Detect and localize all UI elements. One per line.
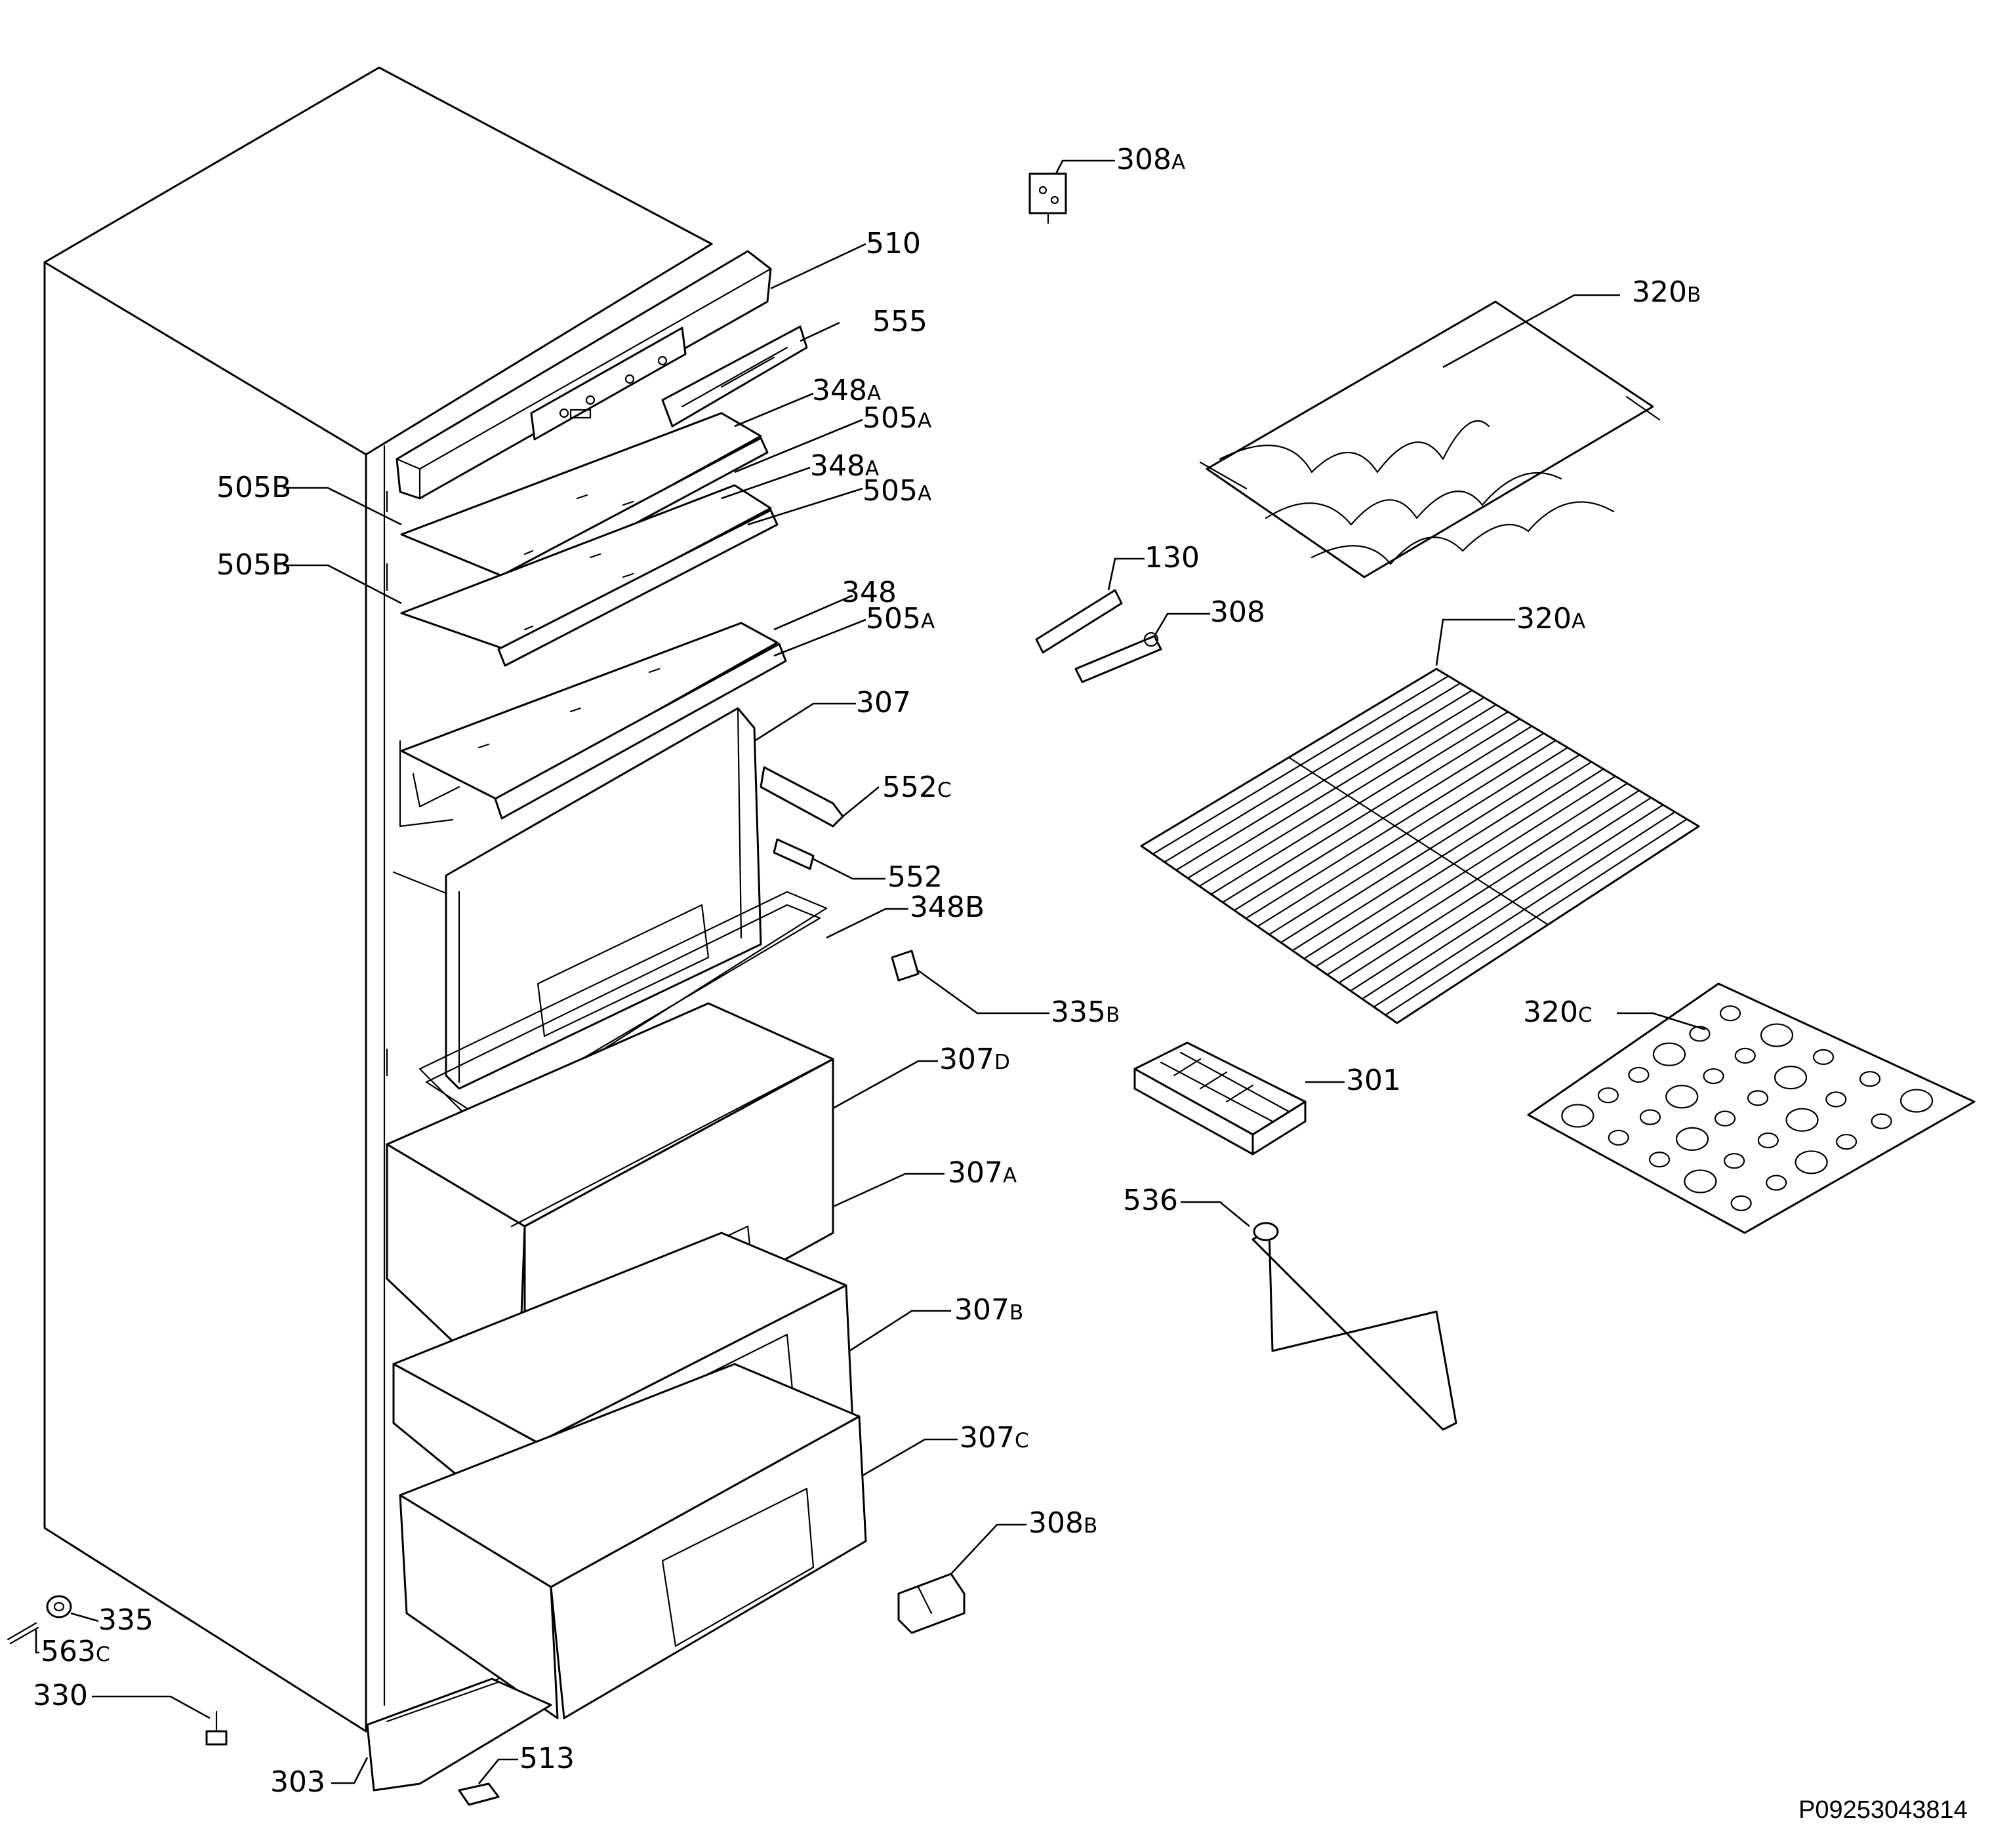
label-348b: 348B: [910, 891, 985, 924]
ice-plate-hole: [1723, 1153, 1745, 1169]
ice-plate-hole: [1719, 1005, 1741, 1022]
ice-plate-hole: [1639, 1109, 1661, 1125]
bottle-rack-320b: [1199, 300, 1661, 578]
ice-plate-hole: [1899, 1089, 1934, 1113]
label-320a: 320A: [1516, 602, 1585, 635]
label-348a-1: 348A: [812, 374, 881, 407]
label-130: 130: [1145, 541, 1200, 574]
label-348: 348: [842, 576, 897, 609]
ice-plate-hole: [1760, 1023, 1794, 1047]
drawing-code: P09253043814: [1798, 1796, 1968, 1824]
clip-513: [458, 1782, 500, 1806]
label-552: 552: [887, 860, 943, 894]
hinge-308: [1074, 632, 1162, 683]
ice-plate-hole: [1795, 1150, 1828, 1175]
ice-plate-320c: [1527, 982, 1976, 1234]
ice-plate-hole: [1747, 1090, 1769, 1106]
label-330: 330: [33, 1679, 88, 1712]
ice-plate-hole: [1689, 1026, 1711, 1042]
ice-plate-hole: [1757, 1132, 1779, 1149]
ice-plate-hole: [1665, 1085, 1699, 1109]
label-301: 301: [1346, 1064, 1401, 1097]
ice-plate-hole: [1871, 1113, 1892, 1129]
control-panel-510: [396, 250, 772, 500]
wire-shelf-320a: [1140, 668, 1700, 1024]
label-320b: 320B: [1632, 275, 1701, 309]
bracket-130: [1035, 589, 1123, 654]
divider-536: [1251, 1222, 1457, 1431]
label-348a-2: 348A: [810, 449, 879, 483]
hinge-308b: [897, 1573, 965, 1634]
ice-plate-hole: [1835, 1133, 1858, 1150]
rail-552c: [760, 766, 844, 828]
ice-plate-hole: [1774, 1066, 1808, 1090]
label-335: 335: [98, 1603, 153, 1637]
ice-plate-hole: [1561, 1104, 1595, 1128]
support-335b: [891, 950, 920, 982]
ice-plate-hole: [1675, 1127, 1709, 1151]
bracket-555: [661, 325, 808, 428]
flap-307: [445, 707, 762, 1090]
label-320c: 320C: [1523, 995, 1593, 1029]
drawer-307c: [399, 1363, 867, 1719]
label-307: 307: [856, 686, 911, 719]
ice-plate-hole: [1734, 1047, 1756, 1064]
pin-563c: [7, 1622, 39, 1645]
ice-plate-hole: [1859, 1071, 1881, 1087]
label-335b: 335B: [1051, 995, 1120, 1029]
ice-plate-hole: [1684, 1169, 1717, 1194]
leader-lines: [35, 159, 1706, 1784]
label-513: 513: [519, 1742, 575, 1775]
ice-plate-hole: [1628, 1066, 1650, 1083]
label-303: 303: [270, 1765, 325, 1799]
ice-plate-hole: [1608, 1129, 1629, 1146]
glass-shelf-348a-lower: [400, 484, 779, 667]
ice-plate-hole: [1648, 1152, 1671, 1168]
label-308a: 308A: [1116, 143, 1185, 176]
ice-plate-hole: [1730, 1195, 1752, 1211]
label-307a: 307A: [948, 1156, 1017, 1190]
label-505a-3: 505A: [866, 602, 935, 635]
kickplate-303: [366, 1677, 552, 1792]
glass-shelf-348: [400, 622, 787, 820]
ice-plate-hole: [1597, 1087, 1619, 1104]
label-307c: 307C: [960, 1421, 1029, 1455]
ice-plate-hole: [1812, 1049, 1835, 1065]
label-307b: 307B: [954, 1293, 1023, 1327]
ice-plate-hole: [1785, 1108, 1819, 1132]
hinge-308a: [1028, 172, 1067, 224]
label-563c: 563C: [41, 1635, 110, 1668]
foot-330: [205, 1710, 228, 1746]
label-505b-1: 505B: [216, 471, 291, 504]
rail-552: [773, 838, 815, 870]
ice-tray-301: [1133, 1041, 1307, 1155]
spacer-335: [46, 1595, 72, 1618]
part-labels: 308A 510 555 320B 348A 505A 348A 505A 50…: [33, 143, 1701, 1799]
label-555: 555: [872, 305, 927, 338]
ice-plate-hole: [1766, 1175, 1787, 1191]
ice-plate-hole: [1703, 1068, 1724, 1085]
wire-shelf-center-rod: [1288, 756, 1549, 926]
label-505a-2: 505A: [863, 474, 931, 508]
ice-plate-hole: [1714, 1110, 1736, 1127]
label-552c: 552C: [882, 771, 952, 804]
label-308b: 308B: [1028, 1506, 1097, 1540]
label-505a-1: 505A: [863, 401, 931, 435]
label-510: 510: [866, 227, 921, 260]
ice-plate-hole: [1652, 1042, 1686, 1066]
label-536: 536: [1123, 1184, 1178, 1217]
label-505b-2: 505B: [216, 548, 291, 582]
ice-plate-hole: [1825, 1091, 1847, 1108]
label-308: 308: [1210, 595, 1265, 629]
label-307d: 307D: [939, 1043, 1010, 1076]
